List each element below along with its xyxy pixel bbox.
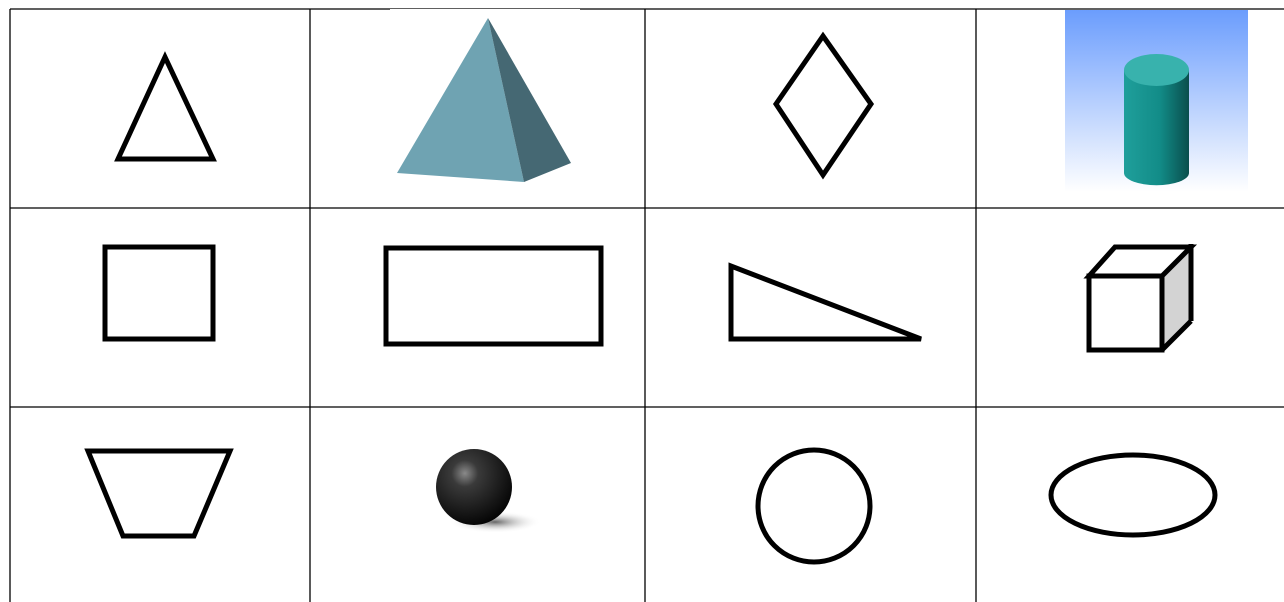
right-triangle-outline-shape — [731, 266, 921, 339]
triangle-outline-shape — [118, 57, 213, 159]
cube-shape — [1089, 244, 1191, 350]
cylinder-shape — [1065, 10, 1248, 192]
circle-outline-shape — [758, 450, 870, 562]
trapezoid-outline-shape — [88, 451, 230, 536]
rhombus-outline-shape — [776, 36, 871, 175]
ellipse-outline-shape — [1051, 455, 1215, 535]
rectangle-outline-shape — [386, 248, 601, 344]
sphere-shape — [436, 449, 541, 533]
square-outline-shape — [105, 247, 213, 339]
square-pyramid-shape — [390, 9, 580, 199]
